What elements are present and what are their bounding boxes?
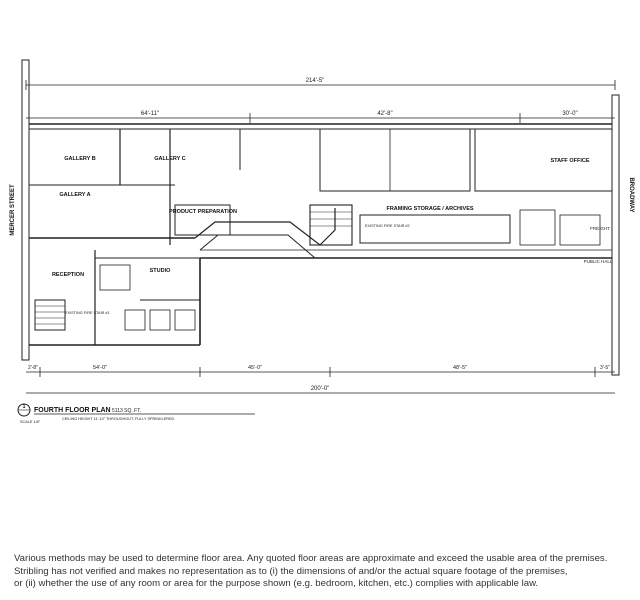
dim-bottom-overall: 200'-0" [311, 386, 330, 392]
plan-area: 5113 SQ. FT. [112, 408, 141, 414]
dim-top-overall: 214'-5" [306, 78, 325, 84]
plan-title: FOURTH FLOOR PLAN [34, 407, 111, 414]
room-labels: GALLERY B GALLERY C GALLERY A RECEPTION … [52, 156, 613, 315]
disclaimer-line-2: Stribling has not verified and makes no … [14, 565, 568, 577]
interior-partitions [29, 128, 613, 345]
exterior-walls [21, 59, 620, 376]
label-public-hall: PUBLIC HALL [584, 259, 613, 264]
label-product-preparation: PRODUCT PREPARATION [169, 209, 237, 215]
label-gallery-c: GALLERY C [154, 156, 186, 162]
label-reception: RECEPTION [52, 272, 84, 278]
label-staff-office: STAFF OFFICE [550, 158, 589, 164]
label-studio: STUDIO [150, 268, 172, 274]
label-fire-stair-2: EXISTING FIRE STAIR #2 [365, 224, 410, 228]
label-gallery-b: GALLERY B [64, 156, 96, 162]
label-framing-storage: FRAMING STORAGE / ARCHIVES [386, 206, 473, 212]
bottom-dimensions: 2'-8" 54'-0" 45'-0" 48'-5" 3'-5" 200'-0" [26, 365, 615, 394]
label-freight: FREIGHT [590, 226, 610, 231]
dim-top-mid: 42'-8" [377, 111, 392, 117]
plan-title-block: 1 FOURTH FLOOR PLAN 5113 SQ. FT. SCALE 1… [17, 403, 255, 424]
plan-title-note: CEILING HEIGHT 11'-10" THROUGHOUT, FULLY… [62, 417, 175, 421]
dim-bottom-4: 48'-5" [453, 365, 467, 371]
plan-scale: SCALE 1/8" [20, 420, 41, 424]
street-label-right: BROADWAY [628, 177, 634, 212]
disclaimer-line-3: or (ii) whether the use of any room or a… [14, 578, 539, 590]
dim-bottom-5: 3'-5" [600, 365, 610, 371]
top-dimensions: 214'-5" 64'-11" 42'-8" 30'-0" [25, 78, 616, 123]
label-gallery-a: GALLERY A [59, 192, 90, 198]
disclaimer-line-1: Various methods may be used to determine… [14, 553, 608, 564]
drawing-number: 1 [23, 404, 26, 410]
disclaimer-text: Various methods may be used to determine… [14, 553, 626, 591]
fire-stair-1-hatch [35, 305, 65, 325]
dim-bottom-3: 45'-0" [248, 365, 262, 371]
street-label-left: MERCER STREET [10, 184, 16, 236]
floor-plan-drawing: 214'-5" 64'-11" 42'-8" 30'-0" [10, 59, 634, 424]
dim-top-right: 30'-0" [562, 111, 577, 117]
label-fire-stair-1: EXISTING FIRE STAIR #1 [65, 311, 110, 315]
dim-bottom-1: 2'-8" [28, 365, 38, 371]
dim-top-left: 64'-11" [141, 111, 159, 117]
dim-bottom-2: 54'-0" [93, 365, 107, 371]
